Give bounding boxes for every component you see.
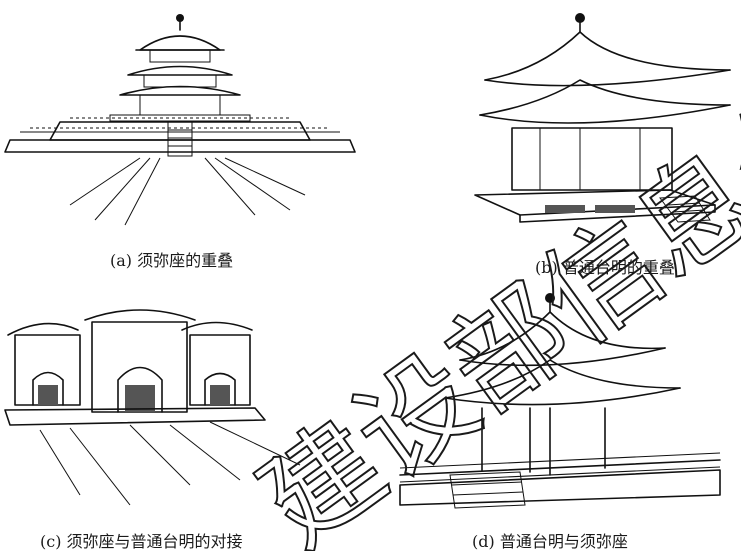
panel-d: (d) 普通台明与须弥座	[390, 290, 740, 551]
illustration-a-temple-terraces	[4, 14, 356, 226]
caption-c: (c) 须弥座与普通台明的对接	[40, 532, 243, 551]
caption-a: (a) 须弥座的重叠	[110, 251, 234, 270]
panel-c: (c) 须弥座与普通台明的对接	[0, 290, 370, 551]
illustration-b-double-roof-pavilion	[474, 13, 731, 223]
caption-b: (b) 普通台明的重叠	[535, 258, 675, 277]
panel-a: (a) 须弥座的重叠	[0, 0, 370, 280]
illustration-d-pavilion-balustrade	[399, 293, 721, 509]
caption-d: (d) 普通台明与须弥座	[472, 532, 628, 551]
panel-b: (b) 普通台明的重叠	[440, 0, 740, 280]
illustration-c-three-gates	[4, 309, 301, 506]
